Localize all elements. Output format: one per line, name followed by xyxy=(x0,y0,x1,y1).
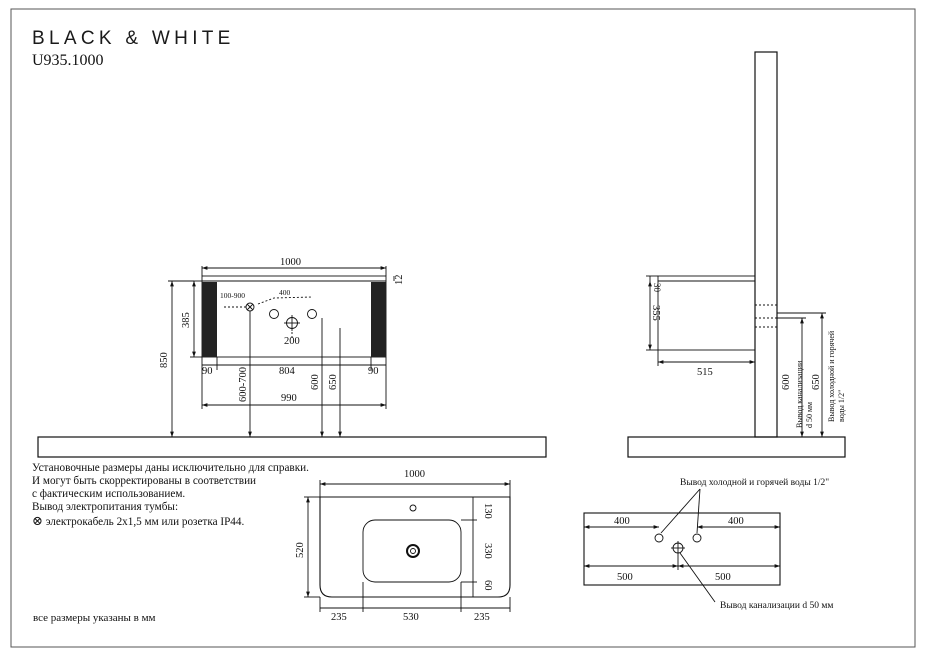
wall-drain-leader xyxy=(679,552,716,603)
label-outlet-range: 100-900 xyxy=(220,291,245,300)
label-front-total: 850 xyxy=(159,352,170,368)
plan-view-labels: 1000 520 130 330 60 235 530 235 xyxy=(295,469,493,623)
wall-cold-water-pipe xyxy=(654,533,664,543)
label-side-left: 90 xyxy=(202,366,213,377)
cable-note: ⊗ электрокабель 2x1,5 мм или розетка IP4… xyxy=(32,514,332,529)
label-plan-depth: 520 xyxy=(295,542,306,558)
front-right-support xyxy=(371,282,386,357)
plan-bowl xyxy=(362,519,462,583)
label-outlet-height: 600-700 xyxy=(238,367,249,402)
label-side-depth: 515 xyxy=(697,367,713,378)
side-view xyxy=(627,51,846,458)
cable-note-text: электрокабель 2x1,5 мм или розетка IP44. xyxy=(45,516,245,528)
note-line: И могут быть скорректированы в соответст… xyxy=(32,475,257,487)
front-view-labels: 1000 12 385 850 100-900 400 200 90 804 9… xyxy=(159,257,405,404)
wall-view xyxy=(583,488,781,603)
cable-outlet-icon: ⊗ xyxy=(32,513,43,528)
label-wall-left-drain: 500 xyxy=(617,572,633,583)
note-line: Установочные размеры даны исключительно … xyxy=(32,462,309,474)
label-side-water-1: Вывод холодной и горячей xyxy=(827,330,836,422)
label-water-height: 600 xyxy=(310,374,321,390)
front-hot-water-pipe xyxy=(307,309,317,319)
side-countertop xyxy=(657,275,756,282)
installation-notes: Установочные размеры даны исключительно … xyxy=(32,462,332,529)
label-front-height: 385 xyxy=(181,312,192,328)
side-view-labels: 30 355 515 600 650 Вывод канализации d 5… xyxy=(650,283,846,428)
plan-view xyxy=(304,480,511,612)
plan-countertop xyxy=(319,496,511,598)
label-plan-width: 1000 xyxy=(404,469,425,480)
label-side-water-height: 600 xyxy=(781,374,792,390)
label-wall-water: Вывод холодной и горячей воды 1/2" xyxy=(680,477,829,488)
units-footnote: все размеры указаны в мм xyxy=(33,612,156,624)
label-plan-back: 130 xyxy=(482,503,493,519)
plan-drain xyxy=(406,544,420,558)
label-side-body: 355 xyxy=(650,305,661,321)
label-wall-width: 990 xyxy=(281,393,297,404)
wall-view-labels: Вывод холодной и горячей воды 1/2" 400 4… xyxy=(614,477,833,611)
brand-logo: BLACK & WHITE xyxy=(32,28,235,49)
sheet-frame xyxy=(10,8,916,648)
label-wall-right-drain: 500 xyxy=(715,572,731,583)
label-wall-right-pipe: 400 xyxy=(728,516,744,527)
model-number: U935.1000 xyxy=(32,52,104,69)
label-plan-bowl-width: 530 xyxy=(403,612,419,623)
label-drain-height: 650 xyxy=(328,374,339,390)
note-line: Вывод электропитания тумбы: xyxy=(32,501,179,513)
label-side-drain-2: d 50 мм xyxy=(805,402,814,428)
label-plan-left: 235 xyxy=(331,612,347,623)
side-wall xyxy=(754,51,778,438)
label-wall-drain: Вывод канализации d 50 мм xyxy=(720,601,833,611)
side-cabinet xyxy=(657,280,756,351)
wall-water-leader xyxy=(660,488,701,534)
label-inner-width: 804 xyxy=(279,366,296,377)
front-pipe-spacing-line xyxy=(257,296,313,305)
label-drain-offset: 200 xyxy=(284,336,300,347)
label-plan-right: 235 xyxy=(474,612,490,623)
side-floor xyxy=(627,436,846,458)
label-side-water-2: воды 1/2" xyxy=(837,390,846,422)
label-pipe-spacing: 400 xyxy=(279,288,291,297)
front-countertop xyxy=(201,275,387,282)
label-plan-bowl: 330 xyxy=(482,543,493,559)
label-side-top: 30 xyxy=(652,283,662,293)
label-side-right: 90 xyxy=(368,366,379,377)
label-front-top: 12 xyxy=(394,275,405,286)
front-cold-water-pipe xyxy=(269,309,279,319)
note-line: с фактическим использованием. xyxy=(32,488,186,500)
label-side-drain-height: 650 xyxy=(811,374,822,390)
plan-tap-hole xyxy=(409,504,417,512)
front-view xyxy=(37,266,547,458)
front-floor xyxy=(37,436,547,458)
label-plan-front: 60 xyxy=(482,580,493,591)
label-wall-left-pipe: 400 xyxy=(614,516,630,527)
label-front-width: 1000 xyxy=(280,257,301,268)
label-side-drain-1: Вывод канализации xyxy=(795,360,804,428)
wall-panel xyxy=(583,512,781,586)
front-left-support xyxy=(202,282,217,357)
wall-hot-water-pipe xyxy=(692,533,702,543)
